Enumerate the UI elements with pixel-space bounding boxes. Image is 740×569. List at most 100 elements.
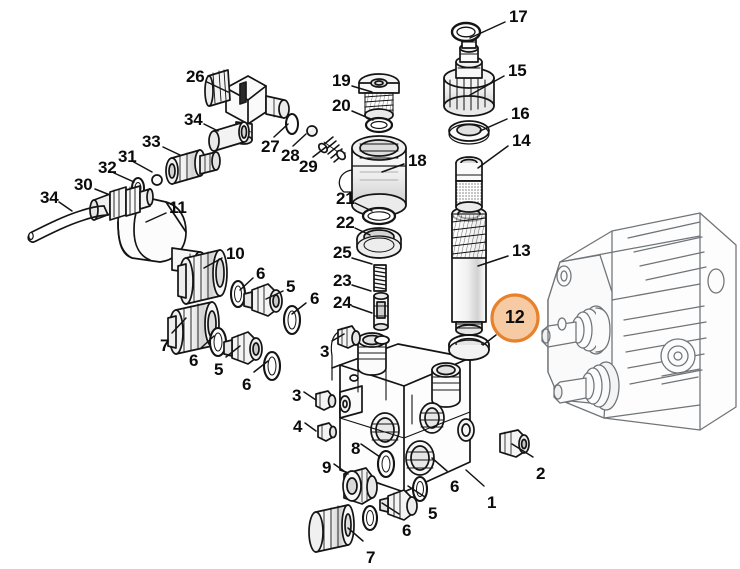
callout-number-26: 26 [186,67,205,86]
callout-number-31: 31 [118,147,137,166]
leader-line-24 [351,305,373,314]
leader-line-14 [477,145,509,169]
part-25-spring [373,264,387,292]
leader-line-34 [58,201,73,212]
callout-number-2: 2 [536,464,546,483]
callout-number-6: 6 [402,521,412,540]
leader-line-25 [351,257,373,265]
part-crankcase-housing [541,212,737,431]
callout-number-27: 27 [261,137,280,156]
part-5-nozzle [223,331,263,365]
part-5-nozzle [243,283,283,317]
leader-line-27 [273,123,289,138]
part-31-ball [151,174,163,186]
part-3-plug [337,325,361,349]
part-4-plug [317,422,338,442]
callout-number-18: 18 [408,151,427,170]
leader-line-29 [312,146,327,158]
leader-line-3 [331,333,345,342]
part-6-o-ring [229,279,247,309]
part-23-valve-plunger [373,291,389,332]
callout-number-23: 23 [333,271,352,290]
part-6-o-ring [262,350,282,382]
part-2-plug [499,429,530,458]
part-34-sleeve [208,121,250,152]
leader-line-8 [360,443,381,458]
part-29-spring [317,136,347,163]
callout-number-7: 7 [160,336,170,355]
callout-number-25: 25 [333,243,352,262]
leader-line-6 [381,502,400,515]
leader-line-6 [291,302,307,315]
callout-number-5: 5 [214,360,224,379]
leader-line-21 [354,202,373,212]
leader-line-22 [354,227,371,236]
leader-line-26 [206,81,229,93]
part-1-manifold-body [330,329,475,493]
callout-number-13: 13 [512,241,531,260]
callout-number-6: 6 [189,351,199,370]
callout-number-10: 10 [226,244,245,263]
leader-line-7 [171,317,187,334]
callout-number-34: 34 [40,188,59,207]
leader-line-5 [225,345,241,358]
part-20-o-ring [364,116,394,134]
leader-line-17 [469,21,506,39]
callout-number-28: 28 [281,146,300,165]
part-15-knurled-nozzle [443,33,495,117]
leader-line-5 [407,485,426,498]
callout-number-6: 6 [256,264,266,283]
leader-line-18 [381,163,405,173]
leader-line-19 [351,85,373,93]
callout-number-3: 3 [292,386,302,405]
part-13-piston-shaft [451,206,487,336]
part-3-plug [315,390,337,411]
part-12-seal-ring [448,334,490,361]
leader-line-10 [203,257,223,269]
leader-line-34 [203,123,219,132]
callout-number-7: 7 [366,548,376,567]
callout-number-17: 17 [509,7,528,26]
callout-number-5: 5 [428,504,438,523]
callout-number-22: 22 [336,213,355,232]
callout-number-19: 19 [332,71,351,90]
part-16-washer [448,120,490,145]
callout-number-3: 3 [320,342,330,361]
part-6-o-ring [411,475,429,503]
callout-number-16: 16 [511,104,530,123]
callout-number-9: 9 [322,458,332,477]
leader-line-1 [465,469,485,487]
leader-line-28 [292,133,307,147]
part-6-o-ring [208,326,228,358]
part-6-o-ring [282,304,302,336]
part-17-o-ring [450,21,482,43]
part-27-o-ring [285,113,299,135]
part-22-seal-ring [356,227,402,259]
callout-number-12: 12 [505,307,525,327]
part-6-o-ring [361,504,379,532]
leader-line-9 [333,463,349,475]
leader-line-7 [347,527,364,542]
callout-number-34: 34 [184,110,203,129]
callout-number-8: 8 [351,439,361,458]
part-14-filter-screen [455,156,483,213]
leader-line-15 [469,75,505,96]
part-5-nozzle [379,489,418,521]
leader-line-2 [511,443,534,458]
leader-line-6 [253,360,269,373]
part-24-o-ring [374,335,390,345]
leader-line-6 [239,277,254,291]
callout-number-5: 5 [286,277,296,296]
leader-line-16 [479,118,508,132]
callout-number-6: 6 [242,375,252,394]
leader-line-11 [145,212,167,223]
leader-line-3 [303,391,317,401]
leader-line-31 [131,160,153,173]
callout-number-11: 11 [169,198,187,217]
leader-line-13 [477,255,509,267]
leader-line-4 [304,422,317,432]
leader-line-23 [351,284,372,292]
part-10-coupling [177,249,228,305]
part-28-ball [306,125,318,137]
